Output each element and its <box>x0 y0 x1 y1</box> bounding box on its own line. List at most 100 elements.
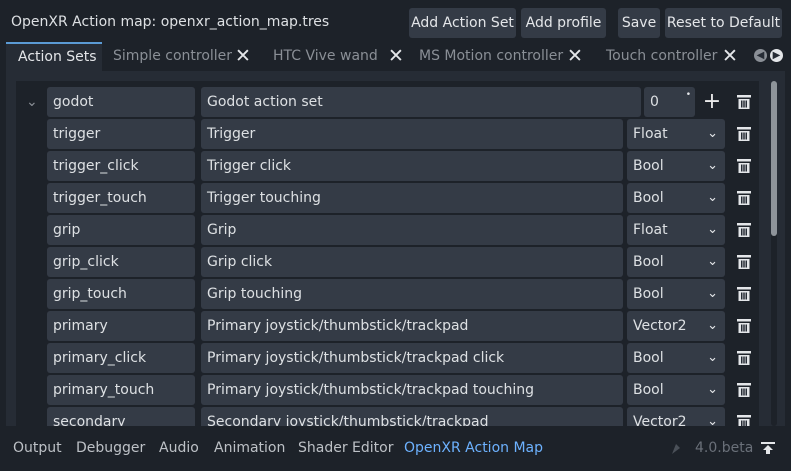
action-type-dropdown[interactable]: Bool⌄ <box>627 343 725 373</box>
bottom-tab-animation[interactable]: Animation <box>214 440 286 456</box>
bottom-tab-openxr-action-map[interactable]: OpenXR Action Map <box>404 440 544 456</box>
action-description-field[interactable]: Primary joystick/thumbstick/trackpad cli… <box>201 343 623 373</box>
action-name-field[interactable]: grip_touch <box>47 279 195 309</box>
chevron-down-icon: ⌄ <box>707 158 718 173</box>
priority-spinbox[interactable]: 0 • <box>644 87 695 117</box>
action-type-dropdown[interactable]: Float⌄ <box>627 119 725 149</box>
close-icon[interactable]: ✕ <box>235 45 251 67</box>
action-row: secondary Secondary joystick/thumbstick/t… <box>16 407 759 426</box>
version-label: 4.0.beta <box>695 440 754 456</box>
close-icon[interactable]: ✕ <box>388 45 404 67</box>
trash-icon <box>737 255 751 269</box>
action-name-field[interactable]: grip <box>47 215 195 245</box>
collapse-chevron-icon[interactable]: ⌄ <box>26 94 38 110</box>
action-type-value: Float <box>633 222 668 238</box>
priority-value: 0 <box>650 94 659 110</box>
bottom-tab-debugger[interactable]: Debugger <box>76 440 146 456</box>
delete-action-button[interactable] <box>734 247 754 277</box>
action-type-dropdown[interactable]: Bool⌄ <box>627 151 725 181</box>
close-icon[interactable]: ✕ <box>722 45 738 67</box>
action-name-field[interactable]: primary_click <box>47 343 195 373</box>
scroll-tabs-right-icon[interactable]: ▶ <box>770 49 783 62</box>
trash-icon <box>737 223 751 237</box>
tab-htc-vive-wand[interactable]: HTC Vive wand ✕ <box>263 42 409 71</box>
tab-label: MS Motion controller <box>419 48 564 64</box>
tab-touch-controller[interactable]: Touch controller ✕ <box>596 42 750 71</box>
delete-action-button[interactable] <box>734 183 754 213</box>
tab-ms-motion-controller[interactable]: MS Motion controller ✕ <box>409 42 595 71</box>
bottom-tab-shader-editor[interactable]: Shader Editor <box>298 440 394 456</box>
action-description-field[interactable]: Grip <box>201 215 623 245</box>
tab-label: Touch controller <box>606 48 718 64</box>
trash-icon <box>737 319 751 333</box>
delete-action-set-button[interactable] <box>734 87 754 117</box>
action-set-name-field[interactable]: godot <box>47 87 195 117</box>
action-type-dropdown[interactable]: Bool⌄ <box>627 375 725 405</box>
expand-panel-icon[interactable] <box>760 441 776 455</box>
action-set-localized-name-field[interactable]: Godot action set <box>201 87 641 117</box>
bottom-tab-output[interactable]: Output <box>13 440 62 456</box>
add-action-set-button[interactable]: Add Action Set <box>409 8 516 38</box>
action-type-dropdown[interactable]: Bool⌄ <box>627 183 725 213</box>
scroll-tabs-left-icon[interactable]: ◀ <box>754 49 767 62</box>
action-name-field[interactable]: primary_touch <box>47 375 195 405</box>
delete-action-button[interactable] <box>734 343 754 373</box>
action-type-dropdown[interactable]: Bool⌄ <box>627 279 725 309</box>
action-name-field[interactable]: secondary <box>47 407 195 426</box>
action-description-field[interactable]: Primary joystick/thumbstick/trackpad <box>201 311 623 341</box>
tab-label: Action Sets <box>18 49 97 65</box>
delete-action-button[interactable] <box>734 151 754 181</box>
spin-arrows-icon[interactable]: • <box>685 90 691 100</box>
action-description-field[interactable]: Primary joystick/thumbstick/trackpad tou… <box>201 375 623 405</box>
action-description-field[interactable]: Grip click <box>201 247 623 277</box>
action-type-dropdown[interactable]: Vector2⌄ <box>627 407 725 426</box>
action-description-field[interactable]: Trigger touching <box>201 183 623 213</box>
close-icon[interactable]: ✕ <box>567 45 583 67</box>
action-type-value: Bool <box>633 286 664 302</box>
delete-action-button[interactable] <box>734 311 754 341</box>
delete-action-button[interactable] <box>734 119 754 149</box>
reset-to-default-button[interactable]: Reset to Default <box>665 8 782 38</box>
action-description-field[interactable]: Secondary joystick/thumbstick/trackpad <box>201 407 623 426</box>
action-name-field[interactable]: grip_click <box>47 247 195 277</box>
action-name-field[interactable]: trigger <box>47 119 195 149</box>
delete-action-button[interactable] <box>734 279 754 309</box>
chevron-down-icon: ⌄ <box>707 318 718 333</box>
tab-simple-controller[interactable]: Simple controller ✕ <box>103 42 258 71</box>
tab-action-sets[interactable]: Action Sets <box>6 42 102 71</box>
action-type-dropdown[interactable]: Vector2⌄ <box>627 311 725 341</box>
chevron-down-icon: ⌄ <box>707 222 718 237</box>
add-action-button[interactable]: + <box>702 87 722 117</box>
action-description-field[interactable]: Trigger <box>201 119 623 149</box>
delete-action-button[interactable] <box>734 375 754 405</box>
action-name-field[interactable]: trigger_click <box>47 151 195 181</box>
action-name-field[interactable]: trigger_touch <box>47 183 195 213</box>
delete-action-button[interactable] <box>734 215 754 245</box>
action-type-dropdown[interactable]: Bool⌄ <box>627 247 725 277</box>
scrollbar-thumb[interactable] <box>771 81 777 236</box>
action-name-field[interactable]: primary <box>47 311 195 341</box>
delete-action-button[interactable] <box>734 407 754 426</box>
vertical-scrollbar[interactable] <box>771 81 777 426</box>
save-button[interactable]: Save <box>618 8 660 38</box>
trash-icon <box>737 191 751 205</box>
chevron-down-icon: ⌄ <box>707 126 718 141</box>
profile-tab-bar: Action Sets Simple controller ✕ HTC Vive… <box>0 42 791 71</box>
action-type-dropdown[interactable]: Float ⌄ <box>627 215 725 245</box>
bottom-tab-audio[interactable]: Audio <box>159 440 199 456</box>
action-description-field[interactable]: Trigger click <box>201 151 623 181</box>
action-description-field[interactable]: Grip touching <box>201 279 623 309</box>
add-profile-button[interactable]: Add profile <box>521 8 606 38</box>
action-type-value: Bool <box>633 254 664 270</box>
